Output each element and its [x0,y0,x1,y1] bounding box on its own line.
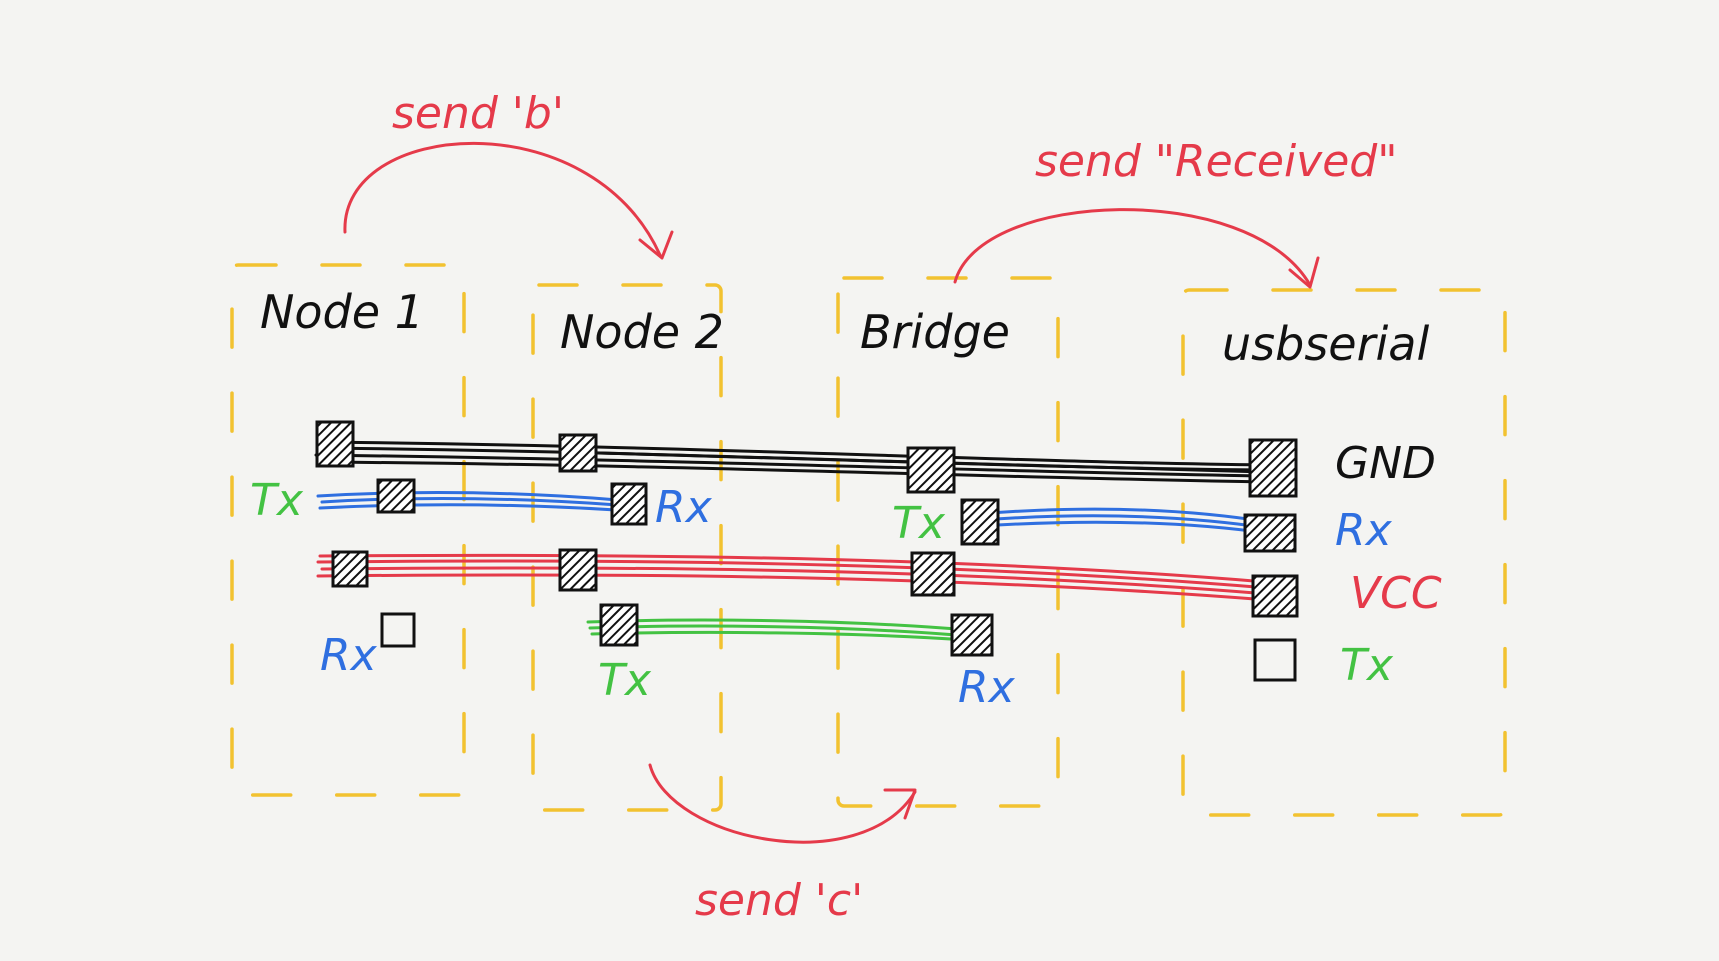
send-c-label: send 'c' [695,875,863,926]
send-c-arrowhead [883,788,917,820]
node-titles: Node 1 Node 2 Bridge usbserial [260,285,1429,371]
node1-tx-label: Tx [250,475,304,526]
node1-rx-label: Rx [320,630,378,681]
usb-rx-pin [1243,513,1297,553]
node1-box [230,263,466,797]
pins [315,420,1299,682]
usb-vcc-pin [1251,574,1299,618]
usb-gnd-label: GND [1335,438,1436,489]
node1-vcc-pin [331,550,369,588]
node2-tx-pin [599,603,639,647]
send-received-arrowhead [1288,256,1320,289]
node2-gnd-pin [558,433,598,473]
message-labels: send 'b' send "Received" send 'c' [392,88,1397,926]
node1-title: Node 1 [260,285,424,339]
node1-rx-pin [380,612,416,648]
usb-vcc-label: VCC [1350,568,1442,619]
bridge-vcc-pin [910,551,956,597]
send-b-label: send 'b' [392,88,564,139]
send-c-arrow [648,763,917,844]
send-b-arrow [343,141,662,257]
usb-tx-label: Tx [1340,640,1394,691]
bridge-tx-pin [960,498,1000,546]
usb-rx-label: Rx [1335,505,1393,556]
node1-tx-pin [376,478,416,514]
node2-tx-label: Tx [598,655,652,706]
pin-labels: Tx Rx Rx Tx Tx Rx GND Rx VCC Tx [250,438,1442,713]
wires [314,440,1270,642]
bridge-rx-label: Rx [958,662,1016,713]
usb-tx-pin [1253,638,1297,682]
send-b-arrowhead [638,230,674,260]
send-received-label: send "Received" [1035,136,1397,187]
send-received-arrow [953,208,1312,287]
usbserial-title: usbserial [1222,317,1429,371]
node2-vcc-pin [558,548,598,592]
device-boxes [230,263,1507,817]
usb-gnd-pin [1248,438,1298,498]
bridge-tx-label: Tx [892,498,946,549]
gnd-wire [314,440,1270,484]
node2-title: Node 2 [560,305,724,359]
node1-node2-wire [316,491,620,512]
bridge-gnd-pin [906,446,956,494]
node2-rx-label: Rx [655,482,713,533]
bridge-rx-pin [950,613,994,657]
bridge-box [836,276,1060,808]
vcc-wire [316,553,1270,602]
bridge-usb-wire [963,507,1270,535]
bridge-title: Bridge [860,305,1010,359]
node2-box [531,283,723,812]
node1-gnd-pin [315,420,355,468]
node2-rx-pin [610,482,648,526]
message-arrows [343,141,1320,844]
